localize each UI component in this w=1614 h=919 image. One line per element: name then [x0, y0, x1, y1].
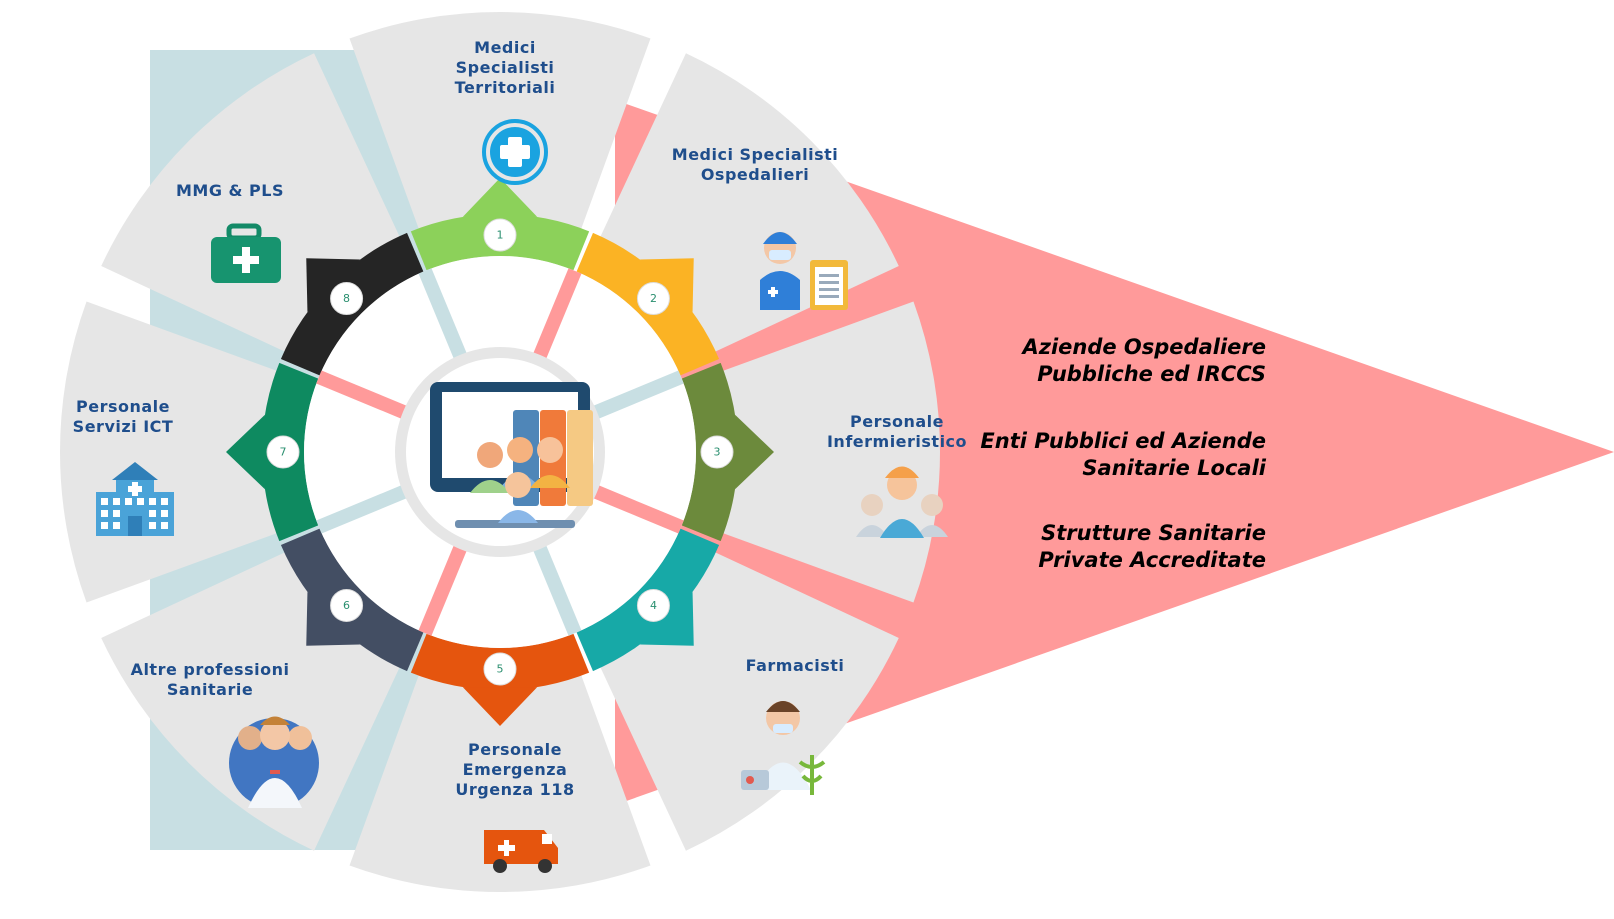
ambulance-icon: [484, 830, 558, 873]
ring-arrow-7: [226, 414, 265, 490]
ring-number-8: 8: [343, 292, 350, 305]
sector-label-medici-specialisti-territoriali: Medici Specialisti Territoriali: [454, 38, 556, 97]
ring-number-badge-2: [636, 282, 670, 316]
pharmacist-icon: [741, 701, 826, 795]
sector-label-altre-professioni: Altre professioni Sanitarie: [130, 660, 290, 699]
ring-arrow-5: [462, 687, 538, 726]
medical-bag-icon: [211, 223, 281, 283]
ring-number-3: 3: [714, 446, 721, 459]
hospital-building-icon: [96, 462, 174, 536]
ring-arrow-3: [735, 414, 774, 490]
side-label-enti-pubblici: Enti Pubblici ed Aziende Sanitarie Local…: [980, 429, 1266, 480]
sector-personale-infermieristico: [617, 301, 941, 603]
ring-arrow-4: [639, 591, 694, 646]
spoke-7: [418, 268, 469, 363]
spoke-3: [531, 541, 582, 636]
sector-label-personale-ict: Personale Servizi ICT: [72, 397, 174, 436]
ring-number-7: 7: [280, 446, 287, 459]
ring-number-1: 1: [497, 229, 504, 242]
sector-label-personale-infermieristico: Personale Infermieristico: [826, 412, 968, 451]
sector-label-personale-emergenza: Personale Emergenza Urgenza 118: [455, 740, 575, 799]
ring-number-badge-6: [330, 588, 364, 622]
computer-training-icon: [430, 382, 593, 528]
ring-number-badge-4: [636, 588, 670, 622]
ring-arrow-8: [306, 258, 361, 313]
ring-number-badge-5: [483, 652, 517, 686]
nurse-team-icon: [856, 466, 948, 538]
ring-arrow-1: [462, 178, 538, 217]
spoke-0: [531, 268, 582, 363]
sector-medici-specialisti-territoriali: [349, 11, 651, 335]
spoke-6: [316, 370, 411, 421]
ring-number-4: 4: [650, 599, 657, 612]
spoke-5: [316, 483, 411, 534]
spoke-2: [589, 483, 684, 534]
sector-label-medici-specialisti-ospedalieri: Medici Specialisti Ospedalieri: [671, 145, 839, 184]
spoke-4: [418, 541, 469, 636]
ring-number-6: 6: [343, 599, 350, 612]
sector-label-farmacisti: Farmacisti: [745, 656, 845, 675]
ring-number-badge-1: [483, 218, 517, 252]
side-label-strutture-private: Strutture Sanitarie Private Accreditate: [1038, 521, 1266, 572]
doctor-clipboard-icon: [760, 232, 848, 310]
sector-label-mmg-pls: MMG & PLS: [175, 181, 284, 200]
ring-arrow-2: [639, 258, 694, 313]
ring-number-badge-7: [266, 435, 300, 469]
ring-number-badge-3: [700, 435, 734, 469]
healthcare-staff-icon: [229, 716, 319, 808]
ring-arrow-6: [306, 591, 361, 646]
ring-number-2: 2: [650, 292, 657, 305]
ring-number-badge-8: [330, 282, 364, 316]
spoke-1: [589, 370, 684, 421]
ring-number-5: 5: [497, 663, 504, 676]
sector-personale-emergenza: [349, 569, 651, 892]
side-label-aziende-ospedaliere: Aziende Ospedaliere Pubbliche ed IRCCS: [1022, 335, 1266, 386]
medical-cross-icon: [482, 119, 548, 185]
